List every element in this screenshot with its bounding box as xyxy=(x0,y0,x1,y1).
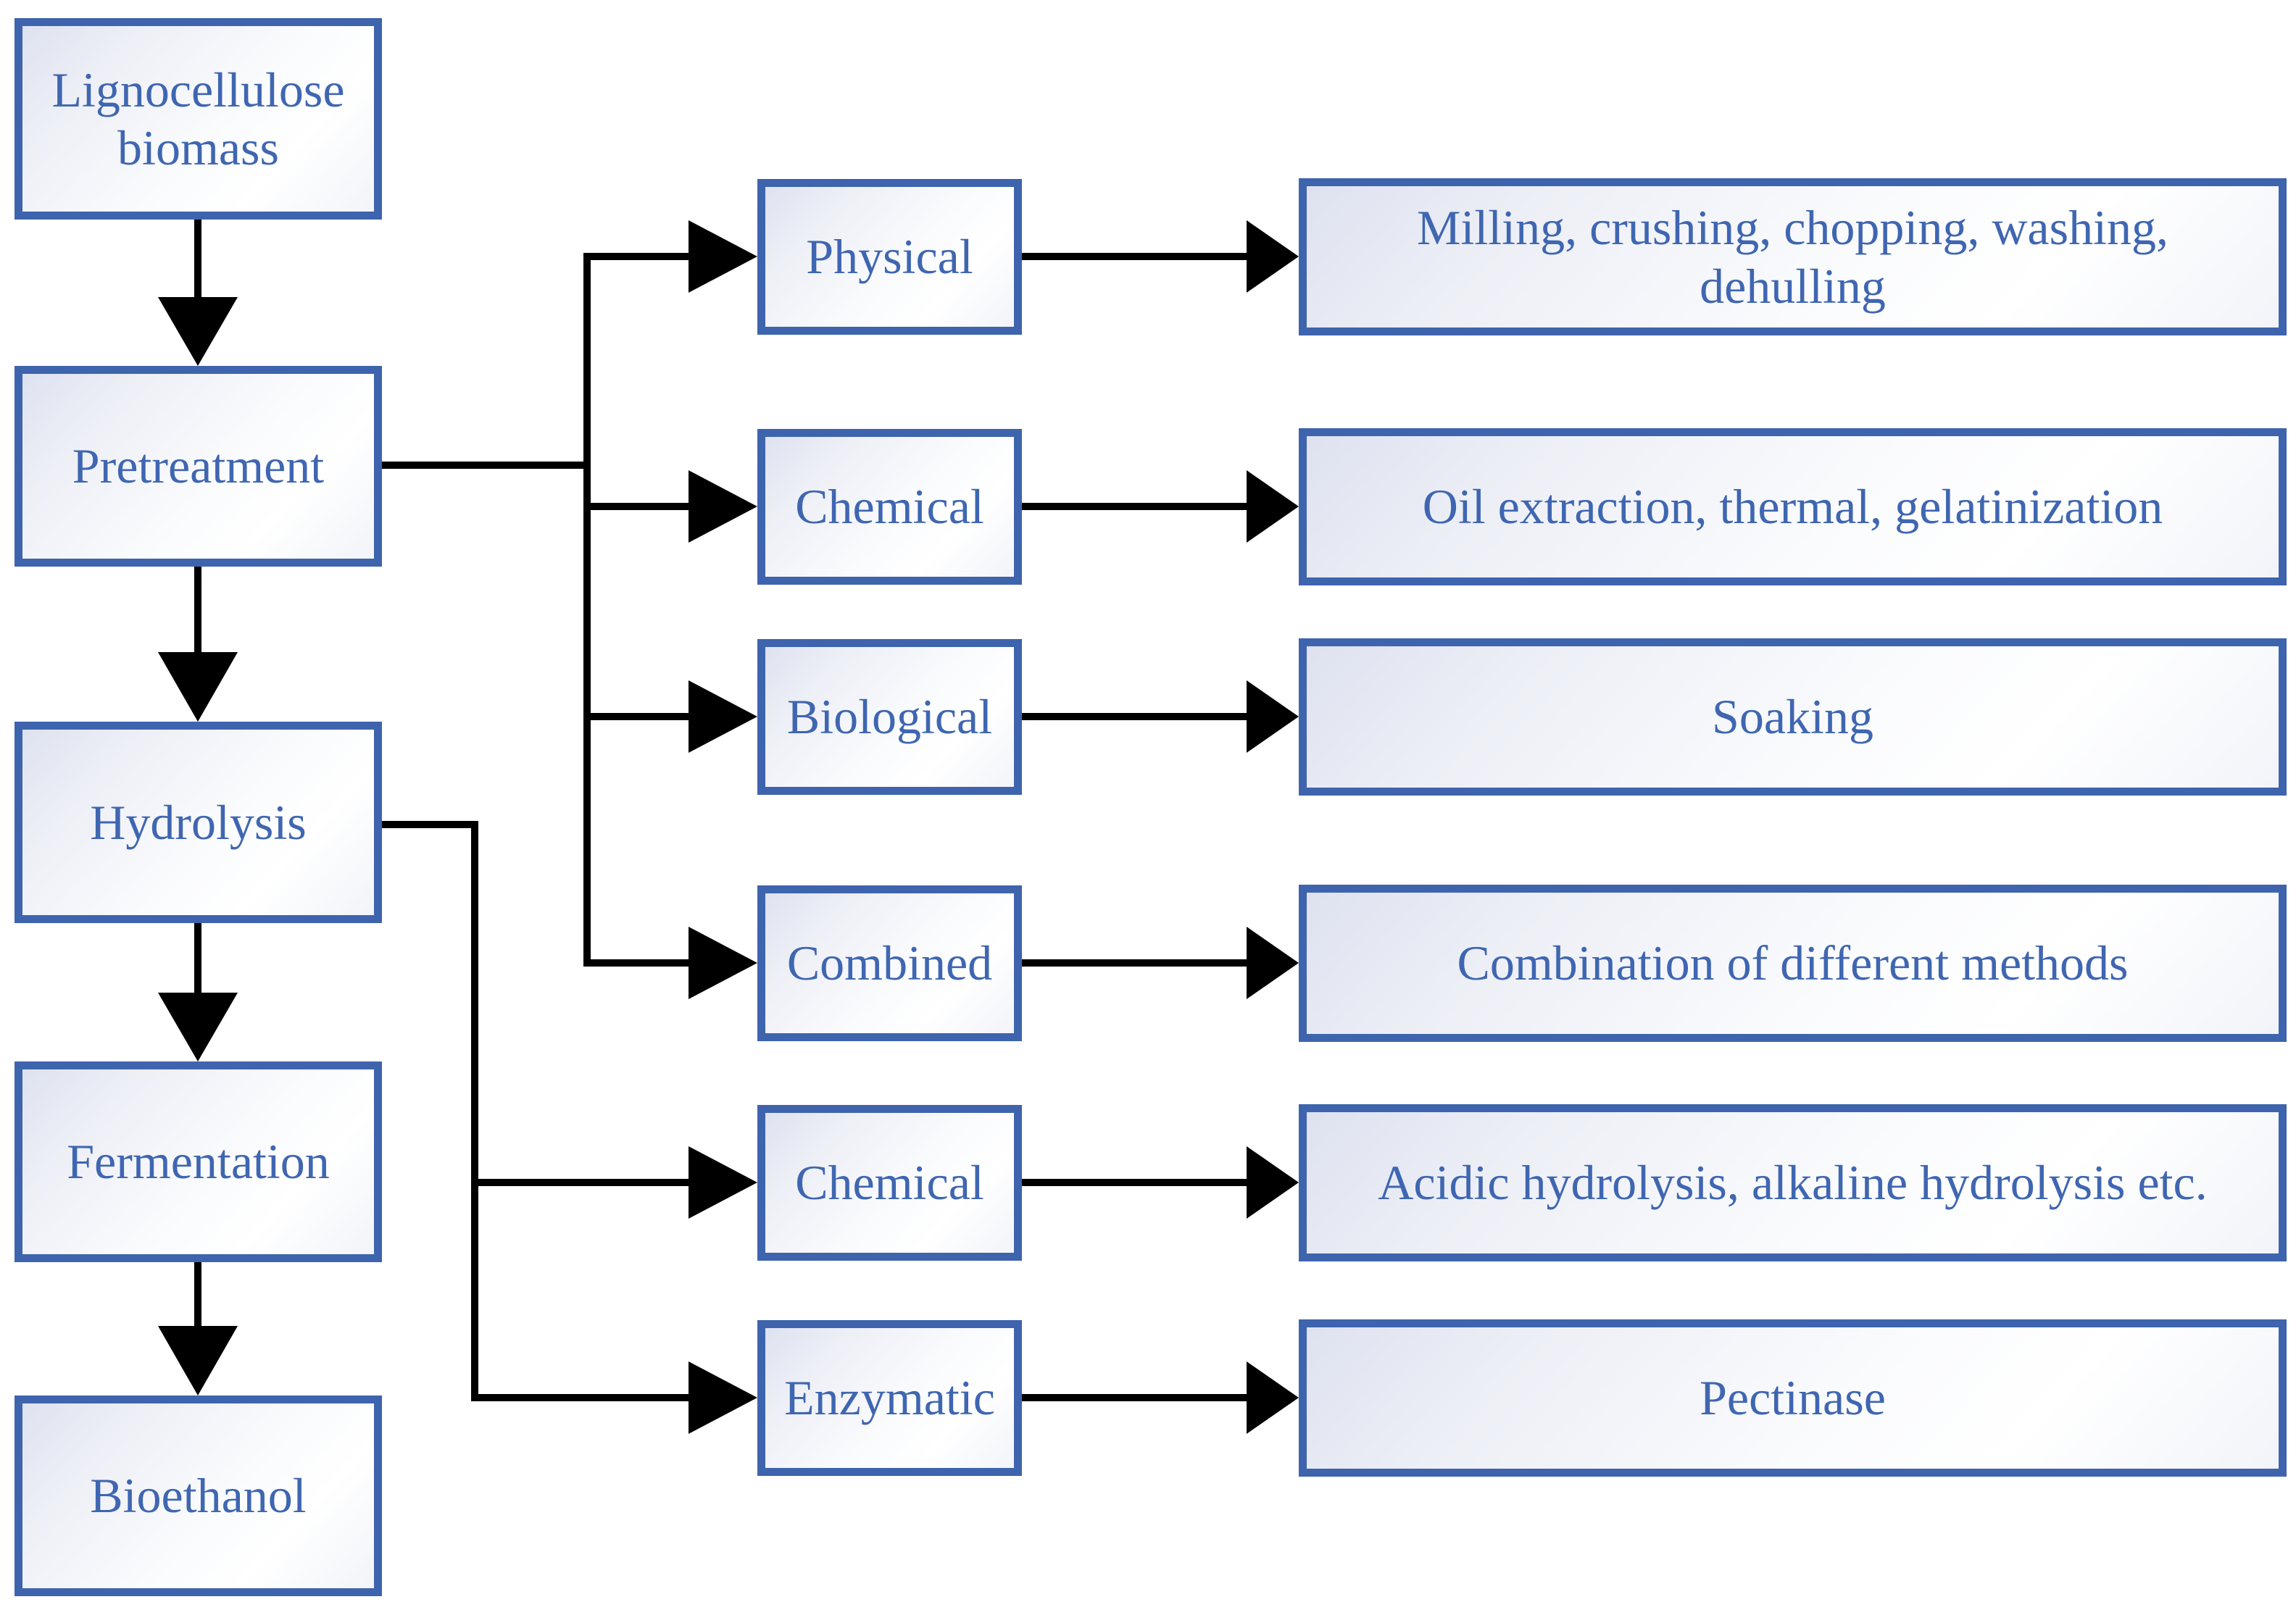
arrowhead-right-icon xyxy=(689,927,757,999)
process-step-hydrolysis: Hydrolysis xyxy=(14,722,382,923)
category-box-biological: Biological xyxy=(757,639,1022,795)
methods-box-chemical: Oil extraction, thermal, gelatinization xyxy=(1299,428,2287,585)
arrowhead-right-icon xyxy=(689,470,757,543)
arrowhead-down-icon xyxy=(158,993,238,1061)
arrowhead-right-icon xyxy=(1247,220,1299,293)
arrowhead-right-icon xyxy=(1247,1146,1299,1219)
arrowhead-down-icon xyxy=(158,652,238,722)
arrowhead-down-icon xyxy=(158,297,238,366)
arrowhead-right-icon xyxy=(1247,927,1299,999)
methods-box-chemical-2: Acidic hydrolysis, alkaline hydrolysis e… xyxy=(1299,1104,2287,1261)
methods-box-physical: Milling, crushing, chopping, washing, de… xyxy=(1299,178,2287,335)
process-step-fermentation: Fermentation xyxy=(14,1061,382,1262)
arrowhead-right-icon xyxy=(1247,1361,1299,1434)
process-step-lignocellulose-biomass: Lignocellulose biomass xyxy=(14,18,382,220)
category-box-physical: Physical xyxy=(757,179,1022,335)
arrowhead-down-icon xyxy=(158,1326,238,1395)
process-step-bioethanol: Bioethanol xyxy=(14,1395,382,1596)
arrowhead-right-icon xyxy=(1247,470,1299,543)
arrowhead-right-icon xyxy=(1247,680,1299,753)
arrowhead-right-icon xyxy=(689,220,757,293)
category-box-chemical: Chemical xyxy=(757,429,1022,585)
methods-box-biological: Soaking xyxy=(1299,638,2287,796)
category-box-chemical-2: Chemical xyxy=(757,1105,1022,1261)
arrowhead-right-icon xyxy=(689,1361,757,1434)
process-step-pretreatment: Pretreatment xyxy=(14,366,382,567)
arrowhead-right-icon xyxy=(689,680,757,753)
category-box-combined: Combined xyxy=(757,885,1022,1041)
category-box-enzymatic: Enzymatic xyxy=(757,1320,1022,1476)
methods-box-enzymatic: Pectinase xyxy=(1299,1319,2287,1477)
arrowhead-right-icon xyxy=(689,1146,757,1219)
methods-box-combined: Combination of different methods xyxy=(1299,885,2287,1042)
